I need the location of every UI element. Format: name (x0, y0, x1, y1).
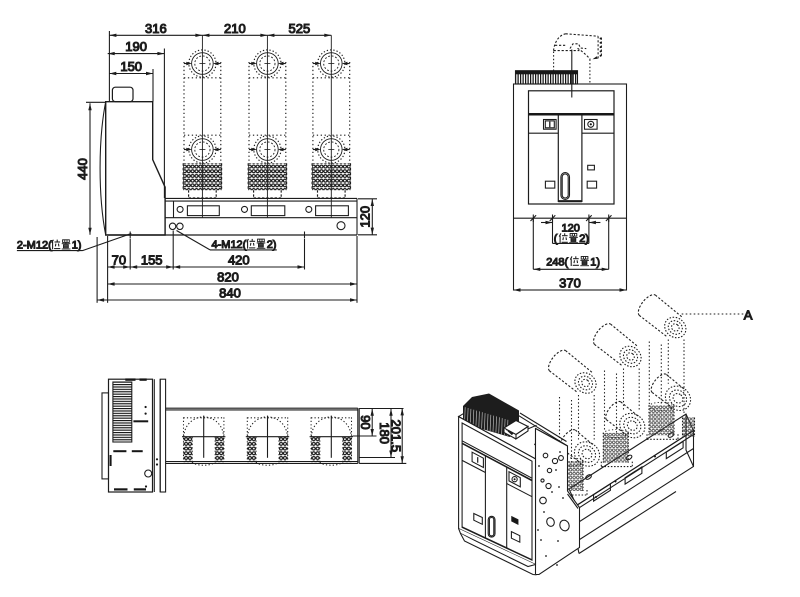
svg-text:2): 2) (579, 233, 589, 245)
svg-text:525: 525 (289, 21, 311, 36)
svg-text:840: 840 (219, 286, 241, 301)
svg-text:2): 2) (267, 239, 277, 251)
svg-text:1): 1) (590, 256, 600, 268)
svg-text:A: A (744, 308, 753, 323)
svg-text:316: 316 (145, 21, 167, 36)
svg-text:4-M12(: 4-M12( (212, 239, 247, 251)
svg-text:370: 370 (559, 276, 581, 291)
svg-text:90: 90 (358, 415, 373, 429)
svg-text:70: 70 (112, 253, 126, 268)
svg-text:(: ( (554, 233, 558, 245)
svg-text:180: 180 (377, 422, 392, 444)
svg-text:190: 190 (125, 39, 147, 54)
svg-text:201.5: 201.5 (388, 420, 403, 453)
svg-text:120: 120 (562, 223, 580, 235)
svg-text:150: 150 (120, 59, 142, 74)
svg-text:120: 120 (357, 206, 372, 228)
svg-text:820: 820 (217, 270, 239, 285)
svg-text:248(: 248( (546, 256, 568, 268)
svg-text:2-M12(: 2-M12( (17, 240, 52, 252)
svg-text:440: 440 (75, 158, 90, 180)
svg-text:420: 420 (228, 253, 250, 268)
svg-text:155: 155 (141, 253, 163, 268)
svg-text:1): 1) (72, 240, 82, 252)
svg-text:210: 210 (224, 21, 246, 36)
